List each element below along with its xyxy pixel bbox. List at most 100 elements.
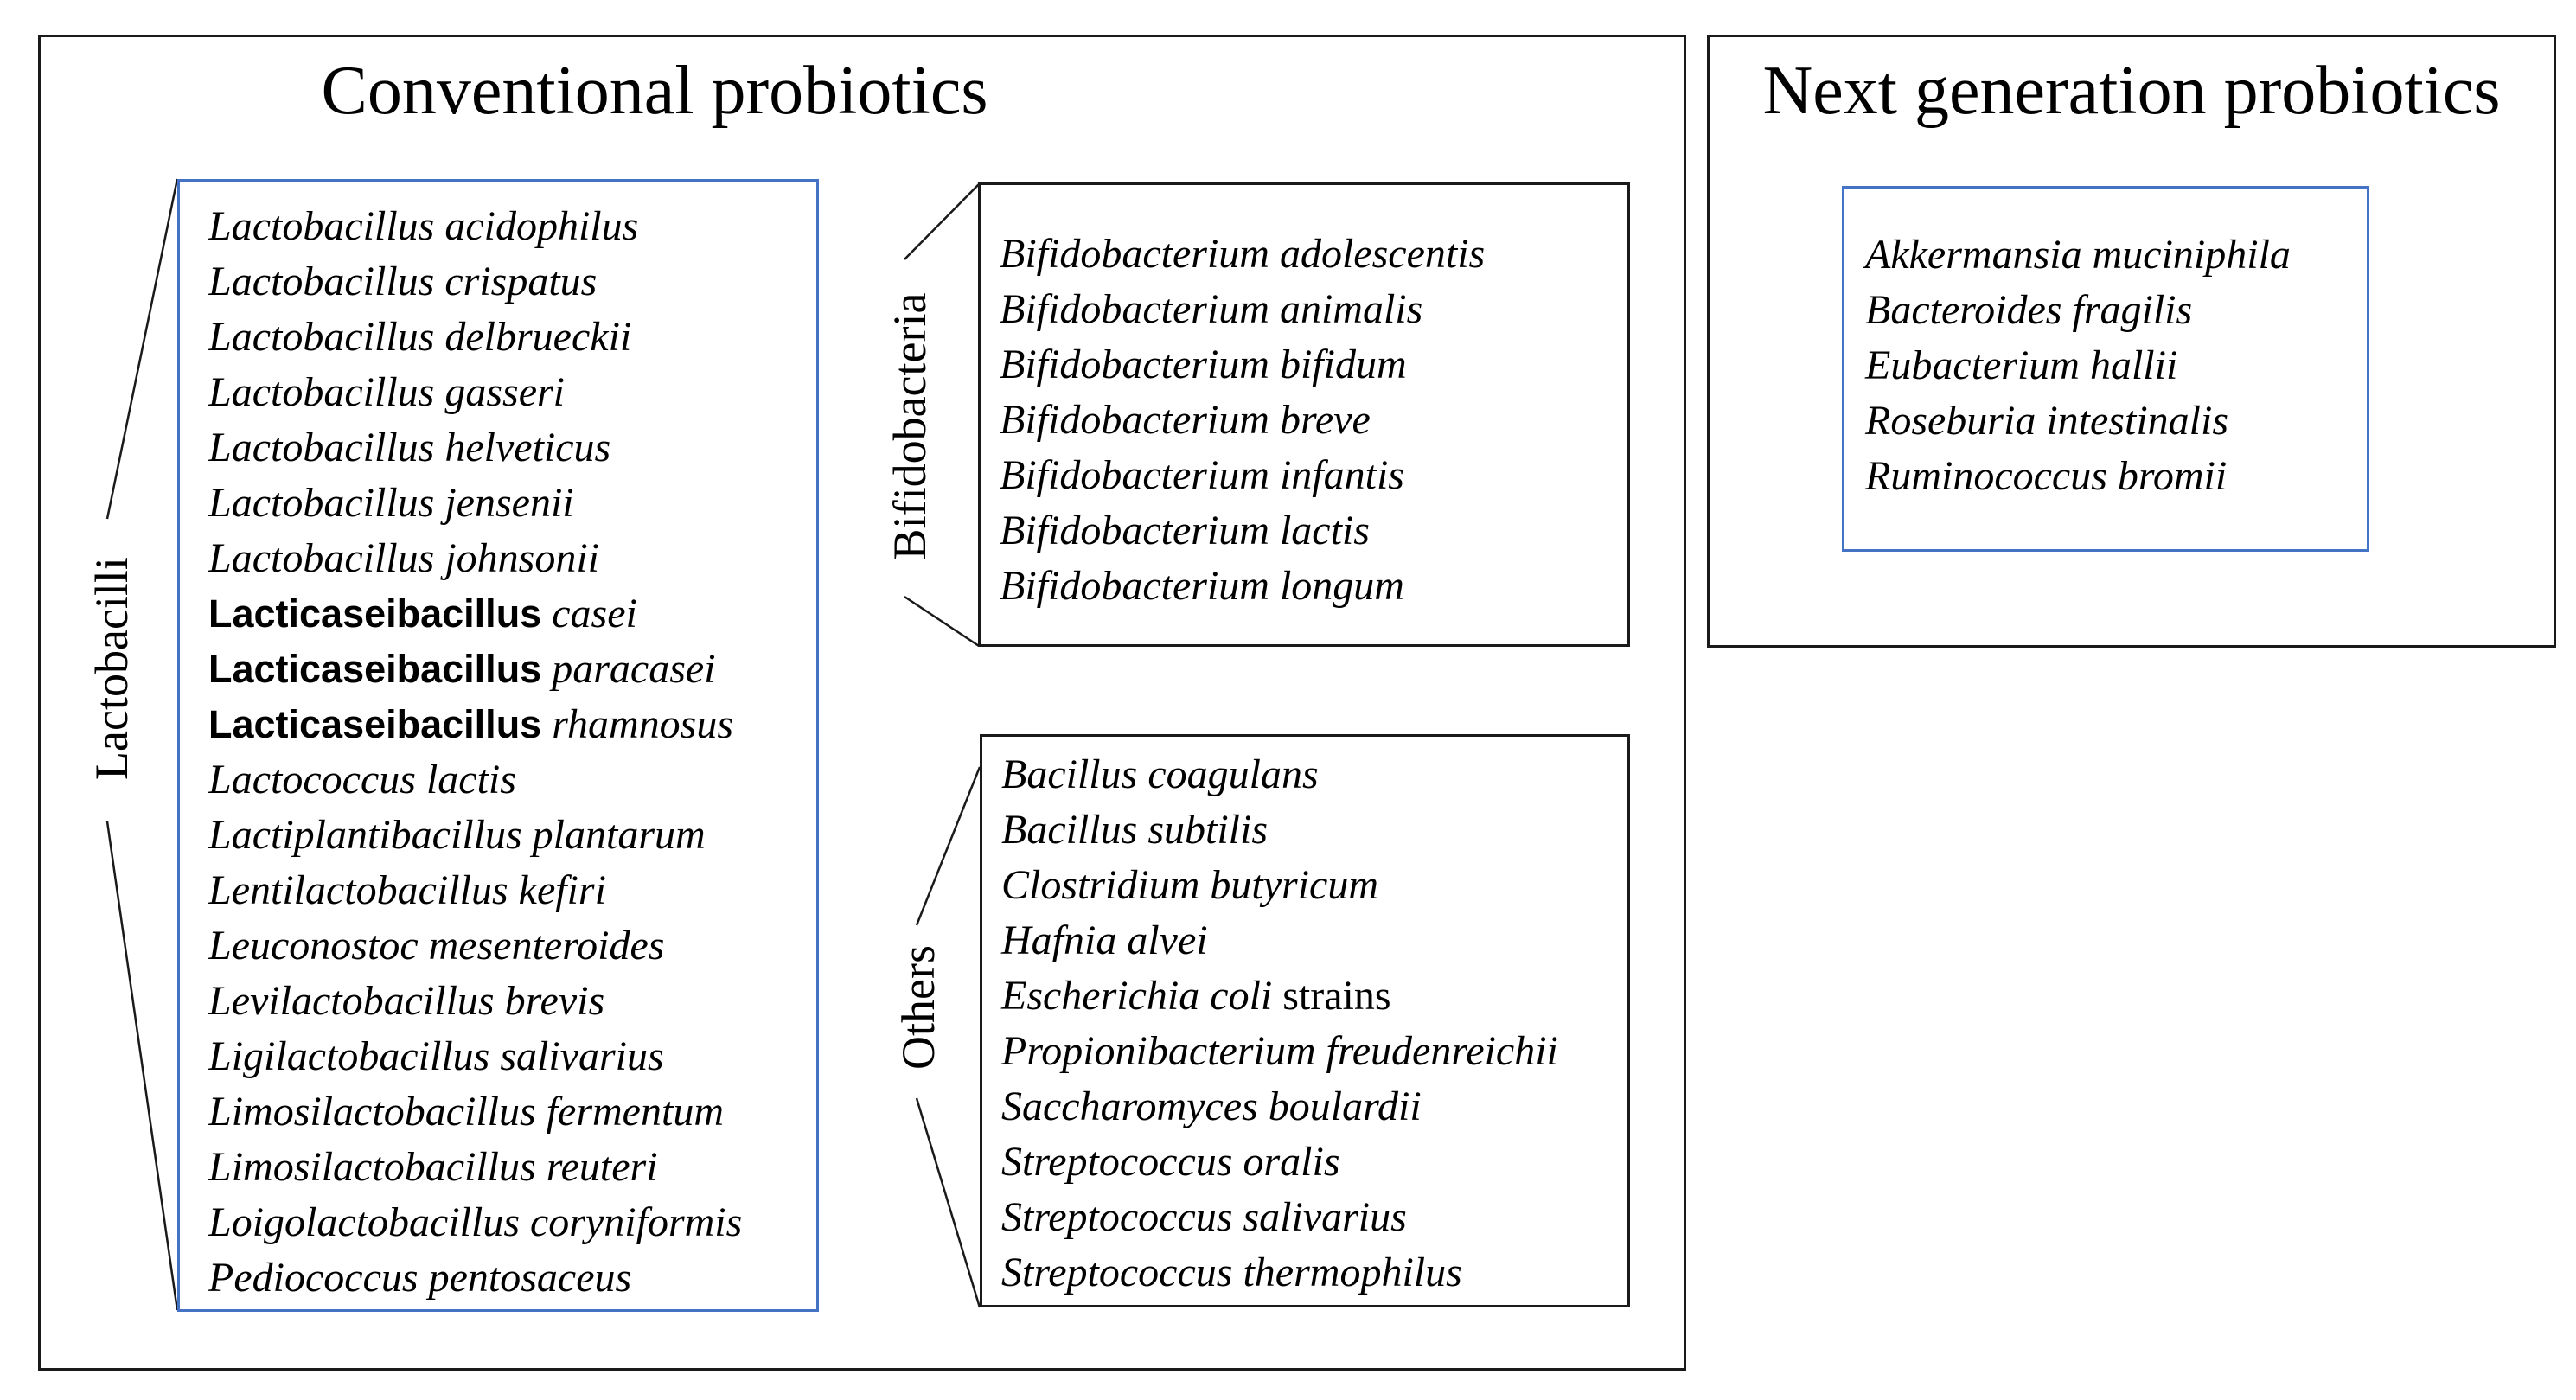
species-list-item: Ruminococcus bromii [1865, 449, 2291, 504]
species-name: brevis [504, 978, 605, 1024]
species-list-item: Lactobacillus helveticus [208, 420, 742, 476]
species-name: johnsonii [444, 535, 600, 581]
species-list-item: Bifidobacterium longum [1000, 559, 1485, 614]
genus-name: Lacticaseibacillus [208, 647, 542, 691]
genus-name: Bacillus [1001, 807, 1138, 853]
species-name: boulardii [1268, 1084, 1422, 1129]
species-list-item: Streptococcus thermophilus [1001, 1245, 1558, 1301]
species-name: alvei [1127, 917, 1208, 963]
next-generation-probiotics-panel: Next generation probiotics [1707, 35, 2556, 648]
species-list-item: Saccharomyces boulardii [1001, 1079, 1558, 1135]
species-list-item: Propionibacterium freudenreichii [1001, 1024, 1558, 1079]
species-list-item: Clostridium butyricum [1001, 858, 1558, 913]
species-name: rhamnosus [552, 701, 734, 747]
species-name: bifidum [1279, 342, 1407, 387]
genus-name: Leuconostoc [208, 923, 419, 968]
genus-name: Lactococcus [208, 757, 416, 802]
genus-name: Eubacterium [1865, 342, 2080, 388]
genus-name: Lacticaseibacillus [208, 702, 542, 746]
species-name: adolescentis [1279, 231, 1486, 277]
species-name: plantarum [532, 812, 706, 858]
genus-name: Limosilactobacillus [208, 1144, 536, 1190]
species-list-item: Lactiplantibacillus plantarum [208, 808, 742, 863]
genus-name: Roseburia [1865, 398, 2036, 444]
species-name: salivarius [500, 1033, 664, 1079]
species-name: helveticus [444, 425, 611, 470]
species-name: lactis [1279, 508, 1370, 553]
genus-name: Lentilactobacillus [208, 867, 508, 913]
genus-name: Bifidobacterium [1000, 286, 1269, 332]
species-list-item: Lacticaseibacillus rhamnosus [208, 697, 742, 752]
species-list-item: Bifidobacterium lactis [1000, 503, 1485, 559]
genus-name: Streptococcus [1001, 1194, 1233, 1240]
genus-name: Ruminococcus [1865, 453, 2107, 499]
species-name: bromii [2117, 453, 2228, 499]
species-list-item: Lactobacillus delbrueckii [208, 310, 742, 365]
species-name: acidophilus [444, 203, 639, 249]
species-list-item: Levilactobacillus brevis [208, 974, 742, 1029]
species-suffix: strains [1282, 973, 1391, 1019]
genus-name: Bifidobacterium [1000, 563, 1269, 609]
species-list-item: Lacticaseibacillus casei [208, 586, 742, 642]
genus-name: Lactobacillus [208, 425, 435, 470]
species-list-item: Bifidobacterium bifidum [1000, 337, 1485, 393]
species-list-item: Lactobacillus gasseri [208, 365, 742, 420]
species-name: delbrueckii [444, 314, 632, 360]
genus-name: Limosilactobacillus [208, 1089, 536, 1135]
genus-name: Streptococcus [1001, 1250, 1233, 1295]
genus-name: Lacticaseibacillus [208, 591, 542, 636]
species-list-item: Bacillus subtilis [1001, 802, 1558, 858]
species-list-item: Eubacterium hallii [1865, 338, 2291, 393]
species-name: coryniformis [530, 1199, 743, 1245]
species-list-item: Bacteroides fragilis [1865, 283, 2291, 338]
species-list-item: Lactobacillus johnsonii [208, 531, 742, 586]
genus-name: Bacteroides [1865, 287, 2062, 333]
species-name: casei [552, 591, 637, 636]
species-name: mesenteroides [428, 923, 665, 968]
species-name: hallii [2089, 342, 2178, 388]
species-name: longum [1279, 563, 1404, 609]
lactobacilli-label: Lactobacilli [86, 557, 137, 780]
species-name: freudenreichii [1326, 1028, 1558, 1074]
genus-name: Bifidobacterium [1000, 452, 1269, 498]
genus-name: Bifidobacterium [1000, 397, 1269, 443]
species-list-item: Roseburia intestinalis [1865, 393, 2291, 449]
genus-name: Pediococcus [208, 1255, 419, 1301]
genus-name: Akkermansia [1865, 232, 2082, 278]
species-list-item: Hafnia alvei [1001, 913, 1558, 968]
species-list-item: Lactobacillus acidophilus [208, 199, 742, 254]
species-list-item: Bifidobacterium infantis [1000, 448, 1485, 503]
conventional-probiotics-title: Conventional probiotics [321, 53, 988, 129]
species-list-item: Bifidobacterium adolescentis [1000, 227, 1485, 282]
species-name: coagulans [1147, 751, 1319, 797]
species-name: kefiri [518, 867, 606, 913]
genus-name: Bifidobacterium [1000, 231, 1269, 277]
next-generation-probiotics-title: Next generation probiotics [1762, 53, 2501, 129]
genus-name: Hafnia [1001, 917, 1117, 963]
genus-name: Clostridium [1001, 862, 1200, 908]
genus-name: Lactobacillus [208, 203, 435, 249]
species-name: oralis [1243, 1139, 1340, 1185]
species-name: muciniphila [2092, 232, 2291, 278]
genus-name: Loigolactobacillus [208, 1199, 520, 1245]
genus-name: Bifidobacterium [1000, 342, 1269, 387]
genus-name: Lactiplantibacillus [208, 812, 522, 858]
species-name: breve [1279, 397, 1371, 443]
genus-name: Bifidobacterium [1000, 508, 1269, 553]
genus-name: Propionibacterium [1001, 1028, 1316, 1074]
genus-name: Lactobacillus [208, 314, 435, 360]
genus-name: Ligilactobacillus [208, 1033, 490, 1079]
others-label: Others [892, 945, 944, 1070]
genus-name: Lactobacillus [208, 369, 435, 415]
species-name: crispatus [444, 259, 598, 304]
species-list-item: Lentilactobacillus kefiri [208, 863, 742, 918]
species-list-item: Pediococcus pentosaceus [208, 1250, 742, 1306]
species-list-item: Leuconostoc mesenteroides [208, 918, 742, 974]
genus-name: Saccharomyces [1001, 1084, 1258, 1129]
species-list-item: Akkermansia muciniphila [1865, 227, 2291, 283]
